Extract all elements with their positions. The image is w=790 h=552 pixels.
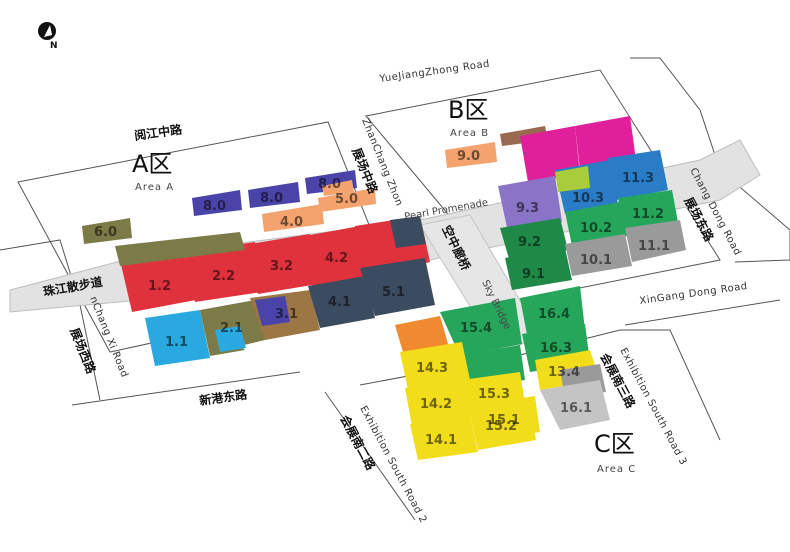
hall-15-4 (440, 298, 522, 356)
hall-14-3 (400, 342, 470, 390)
road-xingangdong-en: XinGang Dong Road (639, 281, 748, 307)
xingang-dong-line (624, 299, 781, 326)
hall-label-9-3: 9.3 (516, 201, 539, 216)
hall-3-1-purple (255, 296, 290, 326)
hall-4-0 (262, 204, 324, 232)
hall-2-2 (188, 242, 262, 302)
hall-14-1 (410, 414, 478, 460)
hall-label-1-2: 1.2 (148, 279, 171, 294)
south2-line (324, 391, 416, 521)
hall-label-4-1: 4.1 (328, 295, 351, 310)
hall-1-1 (145, 310, 210, 366)
compass-north-icon: N (38, 22, 58, 51)
hall-11-2 (618, 190, 678, 232)
hall-5-0-stripe (322, 180, 354, 196)
xingang-line (71, 371, 301, 406)
road-yuejiang-en: YueJiangZhong Road (378, 59, 491, 86)
hall-label-10-3: 10.3 (572, 191, 604, 206)
west-block (0, 239, 101, 401)
hall-label-15-3: 15.3 (478, 387, 510, 402)
hall-4-2 (305, 226, 372, 288)
road-yuejiang-cn: 阅江中路 (133, 121, 184, 143)
hall-label-5-0: 5.0 (335, 192, 358, 207)
hall-lime (555, 166, 590, 192)
area-a-subtitle: Area A (135, 182, 174, 193)
area-b-subtitle: Area B (450, 128, 489, 139)
hall-label-16-1: 16.1 (560, 401, 592, 416)
hall-8-0-b (248, 182, 300, 208)
hall-label-14-1: 14.1 (425, 433, 457, 448)
hall-11-3 (608, 150, 668, 200)
hall-5-0 (318, 188, 376, 212)
area-labels: A区 Area A B区 Area B C区 Area C (132, 96, 636, 475)
area-a-title: A区 (132, 150, 172, 178)
hall-label-10-2: 10.2 (580, 221, 612, 236)
hall-label-11-3: 11.3 (622, 171, 654, 186)
hall-6-0 (82, 218, 132, 244)
area-a-halls (82, 170, 435, 366)
hall-label-5-1: 5.1 (382, 285, 405, 300)
area-b-title: B区 (448, 96, 488, 124)
area-c-title: C区 (594, 430, 635, 458)
hall-11-1 (625, 220, 686, 262)
hall-4-1 (308, 276, 375, 328)
area-c-halls (395, 286, 610, 460)
hall-label-11-2: 11.2 (632, 207, 664, 222)
hall-labels: 6.0 8.0 8.0 8.0 4.0 5.0 9.0 1.2 2.2 3.2 … (94, 149, 670, 448)
hall-label-11-1: 11.1 (638, 239, 670, 254)
hall-4-2-dark (390, 216, 426, 248)
hall-14-2 (405, 378, 472, 426)
hall-label-15-4: 15.4 (460, 321, 492, 336)
hall-label-16-4: 16.4 (538, 307, 570, 322)
hall-label-2-2: 2.2 (212, 269, 235, 284)
hall-16-4 (520, 286, 585, 340)
road-zhanchangxi-cn: 展场西路 (67, 326, 99, 377)
compass-label: N (50, 41, 58, 51)
hall-2-1-b (215, 326, 246, 352)
hall-8-0-a (192, 190, 242, 216)
road-labels: YueJiangZhong Road 阅江中路 ZhanChang Zhon 展… (42, 59, 748, 526)
road-xingangdong-cn: 新港东路 (198, 386, 249, 408)
hall-5-1 (360, 258, 435, 316)
hall-16-1 (540, 380, 610, 430)
hall-label-6-0: 6.0 (94, 225, 117, 240)
hall-label-3-2: 3.2 (270, 259, 293, 274)
hall-9-3-top (520, 126, 580, 182)
hall-9-0 (445, 142, 497, 168)
hall-9-3 (498, 176, 562, 232)
hall-10-1 (565, 234, 632, 276)
hall-9-1 (505, 248, 572, 290)
hall-label-9-2: 9.2 (518, 235, 541, 250)
hall-label-8-0-c: 8.0 (318, 177, 341, 192)
hall-15-1 (472, 396, 540, 442)
hall-label-15-1: 15.1 (488, 413, 520, 428)
hall-label-8-0-b: 8.0 (260, 191, 283, 206)
hall-10-2 (565, 202, 628, 246)
hall-label-9-1: 9.1 (522, 267, 545, 282)
hall-label-14-2: 14.2 (420, 397, 452, 412)
hall-label-14-3: 14.3 (416, 361, 448, 376)
hall-label-13-4: 13.4 (548, 365, 580, 380)
hall-olive-strip (115, 232, 245, 266)
hall-3-2 (250, 234, 318, 294)
area-c-subtitle: Area C (597, 464, 636, 475)
hall-label-16-3: 16.3 (540, 341, 572, 356)
hall-label-4-0: 4.0 (280, 215, 303, 230)
hall-label-2-1: 2.1 (220, 321, 243, 336)
area-b-halls (445, 116, 686, 290)
hall-label-10-1: 10.1 (580, 253, 612, 268)
hall-label-8-0-a: 8.0 (203, 199, 226, 214)
hall-label-15-2: 15.2 (485, 419, 517, 434)
hall-label-1-1: 1.1 (165, 335, 188, 350)
hall-1-2 (120, 250, 196, 312)
hall-label-9-0: 9.0 (457, 149, 480, 164)
hall-label-3-1: 3.1 (275, 307, 298, 322)
hall-label-4-2: 4.2 (325, 251, 348, 266)
